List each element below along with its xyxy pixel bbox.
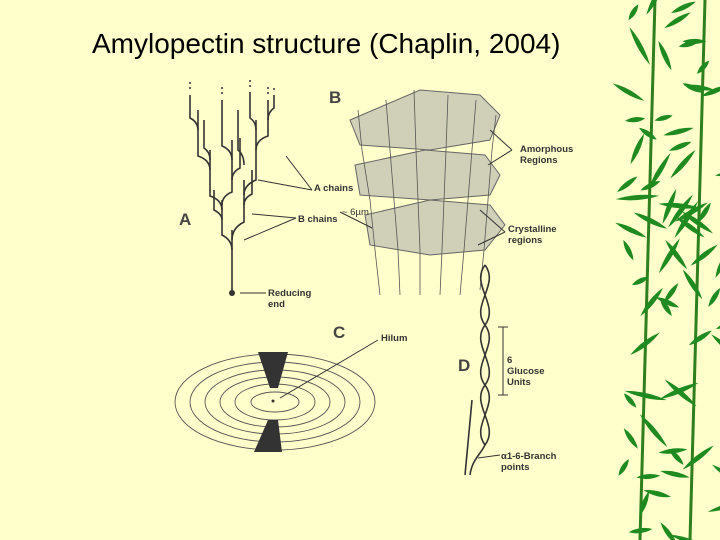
bamboo-leaf [623,239,634,261]
bamboo-leaf [658,202,700,209]
bamboo-leaf [697,60,710,74]
bamboo-leaf [615,222,647,238]
reducing-end-label-2: end [268,299,285,310]
bamboo-leaf [615,194,660,201]
bamboo-leaf [618,458,629,476]
bamboo-leaf [708,288,720,307]
amorphous-label-1: Amorphous [520,144,574,155]
bamboo-leaf [658,238,680,274]
panel-a-letter: A [179,210,192,229]
branch-label-2: points [501,462,530,473]
panel-d-letter: D [458,356,471,375]
bamboo-leaf [698,202,711,223]
bamboo-leaf [682,83,703,93]
bamboo-leaf [663,283,679,303]
bamboo-leaf [628,527,653,534]
bamboo-leaf [656,297,680,308]
bamboo-leaf [648,152,671,189]
bamboo-leaf [711,334,720,359]
bamboo-leaf [639,490,650,517]
bamboo-leaf [674,201,698,239]
bamboo-leaf [669,448,684,465]
bamboo-leaf [629,27,651,65]
bamboo-leaf [636,473,661,480]
panel-a-chains [189,92,275,292]
bamboo-leaf [628,4,639,21]
bamboo-leaf [640,287,664,317]
bamboo-leaf [670,149,696,179]
bamboo-leaf [630,133,645,165]
bamboo-leaf [707,499,720,512]
bamboo-leaf [669,141,692,151]
bamboo-leaf [640,181,661,191]
bamboo-leaf [712,464,720,485]
hilum-label: Hilum [381,333,408,344]
b-chains-label: B chains [298,214,338,225]
bamboo-leaf [632,276,649,286]
bamboo-leaf [678,41,699,48]
bamboo-leaf [624,390,667,401]
glucose-label-3: Units [507,377,531,388]
bamboo-leaf [623,428,638,449]
bamboo-leaf [701,85,720,97]
bamboo-leaf [639,127,657,140]
bamboo-leaf [639,414,668,448]
panel-d-helix [464,264,491,476]
amorphous-label-2: Regions [520,155,558,166]
bamboo-leaf [660,470,690,478]
bamboo-leaf [665,239,688,270]
bamboo-leaf [617,176,638,193]
bamboo-leaf [670,534,708,540]
glucose-label-1: 6 [507,355,513,366]
bamboo-leaf [664,12,691,29]
bamboo-leaf [633,212,668,229]
slide-title: Amylopectin structure (Chaplin, 2004) [92,28,561,59]
bamboo-leaf [625,117,646,123]
bamboo-leaf [630,332,660,356]
bamboo-leaf [663,127,694,136]
branch-label-1: α1-6-Branch [501,451,557,462]
a-chains-label: A chains [314,183,354,194]
bamboo-leaf [681,211,714,234]
bamboo-leaf [624,393,637,408]
bamboo-leaf [664,379,697,407]
panel-c-letter: C [333,323,346,342]
bamboo-leaf [658,40,672,71]
crystalline-label-1: Crystalline [508,224,557,235]
bamboo-leaf [682,269,703,300]
reducing-end-label-1: Reducing [268,288,312,299]
bamboo-leaf [646,0,665,15]
bamboo-leaf [715,252,720,278]
bamboo-leaf [660,298,672,316]
crystalline-label-2: regions [508,235,543,246]
bamboo-leaf [668,194,693,228]
bamboo-leaf [690,244,718,266]
bamboo-leaf [612,83,645,101]
size-label: ~ 6µm [342,207,369,218]
bamboo-leaf [688,330,712,346]
glucose-label-2: Glucose [507,366,545,377]
panel-b-letter: B [329,88,342,107]
bamboo-leaf [682,445,714,470]
bamboo-leaf [671,1,696,13]
bamboo-leaf [643,489,672,498]
bamboo-leaf [654,114,673,122]
